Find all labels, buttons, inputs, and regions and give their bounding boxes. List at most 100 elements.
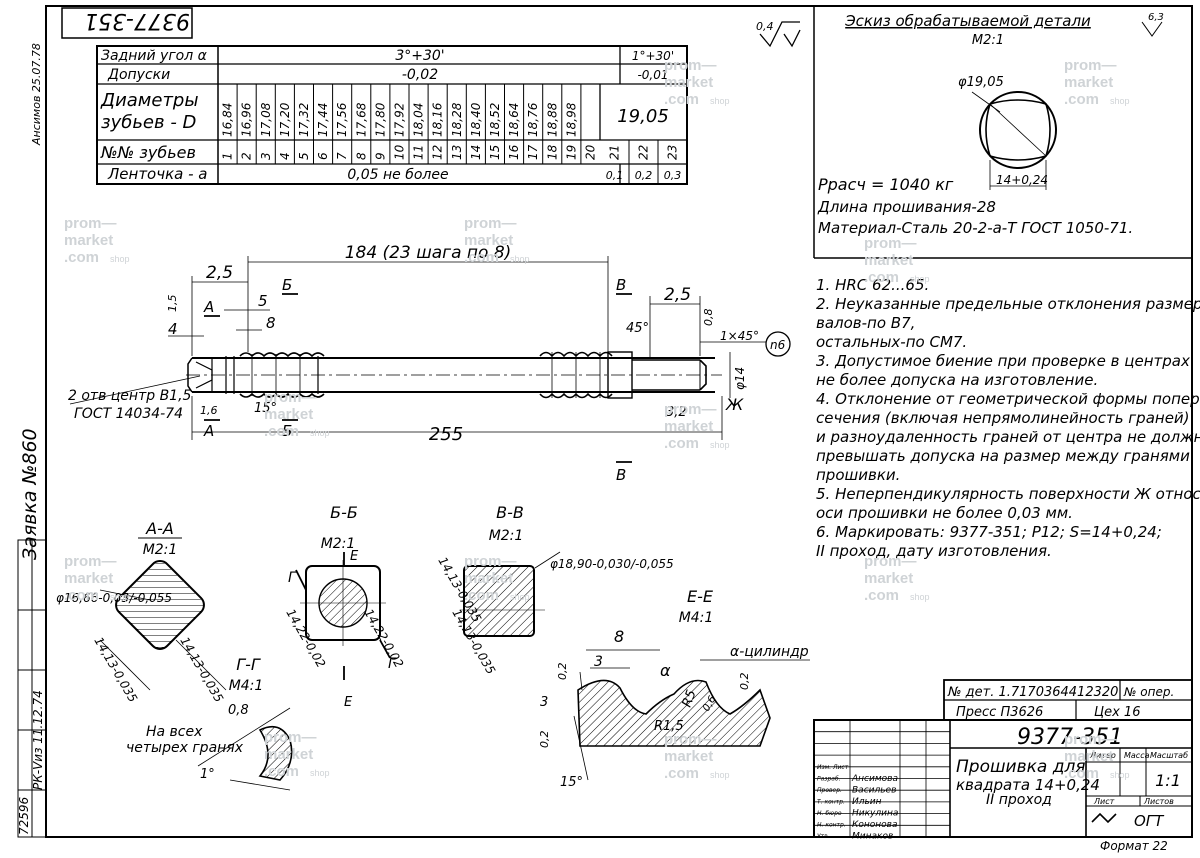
note-line: 2. Неуказанные предельные отклонения раз…: [816, 295, 1200, 313]
note-line: сечения (включая непрямолинейность гране…: [816, 409, 1190, 427]
land-value: 0,1: [606, 169, 624, 182]
surface-zh: Ж: [725, 395, 744, 414]
diam-last: 19,05: [617, 106, 669, 127]
sketch-width: 14+0,24: [996, 173, 1048, 187]
tolerance-last: -0,01: [637, 68, 668, 82]
svg-text:market: market: [64, 232, 113, 249]
tb-shop: Цех 16: [1094, 705, 1140, 720]
sketch-diam: φ19,05: [958, 75, 1004, 90]
tb-person: Ансимова: [851, 774, 898, 784]
diameter-value: 17,92: [392, 103, 406, 137]
ee-15: 15°: [560, 775, 583, 790]
side-strip: [17, 539, 47, 838]
note-line: 4. Отклонение от геометрической формы по…: [816, 390, 1200, 408]
sketch-title: Эскиз обрабатываемой детали: [844, 12, 1091, 30]
tooth-number: 16: [507, 144, 521, 160]
section-a-bottom: А: [203, 422, 214, 440]
svg-text:market: market: [664, 418, 713, 435]
aa-width-2: 14,13-0,035: [177, 635, 226, 705]
parameter-table: [96, 45, 688, 185]
land-main: 0,05 не более: [347, 167, 448, 183]
diameter-value: 17,44: [316, 103, 330, 137]
force: Pрасч = 1040 кг: [818, 175, 954, 194]
diam-label-1: Диаметры: [100, 90, 199, 111]
diameter-value: 18,28: [450, 102, 464, 137]
tooth-number: 3: [259, 152, 273, 160]
dim-1-5: 1,5: [166, 295, 179, 313]
section-v-bottom: В: [616, 466, 626, 484]
teeth-label: №№ зубьев: [100, 143, 196, 162]
tb-role: Н. контр.: [817, 822, 846, 829]
tooth-columns: [236, 84, 659, 184]
dim-255: 255: [429, 424, 463, 445]
dim-8: 8: [266, 314, 276, 332]
svg-text:shop: shop: [310, 428, 330, 438]
diameter-value: 17,20: [278, 102, 292, 137]
ee-scale: М4:1: [679, 610, 714, 626]
bb-title: Б-Б: [330, 503, 358, 522]
diameter-value: 18,16: [431, 102, 445, 137]
dim-5: 5: [258, 292, 268, 310]
diameter-value: 18,64: [507, 103, 521, 137]
note-line: превышать допуска на размер между граням…: [816, 447, 1190, 465]
note-line: 6. Маркировать: 9377-351; P12; S=14+0,24…: [816, 523, 1162, 541]
svg-text:shop: shop: [510, 254, 530, 264]
back-angle-main: 3°+30': [395, 48, 444, 64]
roughness-value: 0,4: [756, 20, 774, 33]
tb-format: Формат 22: [1100, 839, 1168, 853]
svg-text:shop: shop: [110, 254, 130, 264]
dim-3-2: 3,2: [666, 405, 687, 420]
tooth-number: 13: [450, 145, 464, 160]
svg-text:shop: shop: [1110, 770, 1130, 780]
tooth-number: 7: [335, 152, 349, 160]
tb-col-mass: Масса: [1124, 751, 1150, 760]
ee-title: Е-Е: [687, 587, 714, 606]
top-stamp-code: 9377-351: [84, 8, 190, 33]
note-line: 1. HRC 62...65.: [816, 276, 929, 294]
section-v-v: В-В М2:1: [460, 503, 561, 637]
diameter-value: 17,08: [259, 102, 273, 137]
dim-0-8: 0,8: [702, 309, 715, 327]
aa-title: А-А: [145, 519, 174, 538]
centers-2: ГОСТ 14034-74: [74, 406, 183, 422]
svg-text:shop: shop: [110, 592, 130, 602]
svg-text:prom—: prom—: [664, 57, 717, 74]
bb-scale: М2:1: [321, 536, 356, 552]
svg-text:shop: shop: [910, 592, 930, 602]
tb-role: Разраб.: [817, 776, 841, 783]
svg-text:prom—: prom—: [1064, 57, 1117, 74]
svg-text:prom—: prom—: [864, 553, 917, 570]
tb-col-sheet: Лист: [1093, 797, 1115, 806]
vv-diam: φ18,90-0,030/-0,055: [550, 557, 674, 571]
dim-184: 184 (23 шага по 8): [345, 243, 512, 263]
drawing-frame: [45, 5, 1193, 838]
top-stamp: 9377-351: [61, 7, 193, 39]
angle-45: 45°: [626, 321, 649, 336]
svg-text:market: market: [664, 74, 713, 91]
gg-title: Г-Г: [236, 655, 261, 674]
tooth-number: 19: [564, 145, 578, 160]
svg-text:.com: .com: [464, 587, 499, 604]
tb-name-3: II проход: [986, 792, 1052, 808]
note-line: остальных-по CM7.: [816, 333, 967, 351]
note-line: не более допуска на изготовление.: [816, 371, 1098, 389]
svg-text:shop: shop: [710, 770, 730, 780]
tb-person: Ильин: [852, 797, 882, 807]
tb-name-1: Прошивка для: [956, 757, 1086, 777]
side-inventory: 72596: [17, 796, 31, 835]
land-value: 0,2: [635, 169, 653, 182]
section-b-top: Б: [282, 276, 292, 294]
tb-code: 9377-351: [1017, 725, 1123, 750]
aa-scale: М2:1: [143, 542, 178, 558]
ee-8: 8: [614, 627, 624, 646]
chamfer: 1×45°: [720, 329, 759, 343]
diameter-value: 17,80: [373, 102, 387, 137]
